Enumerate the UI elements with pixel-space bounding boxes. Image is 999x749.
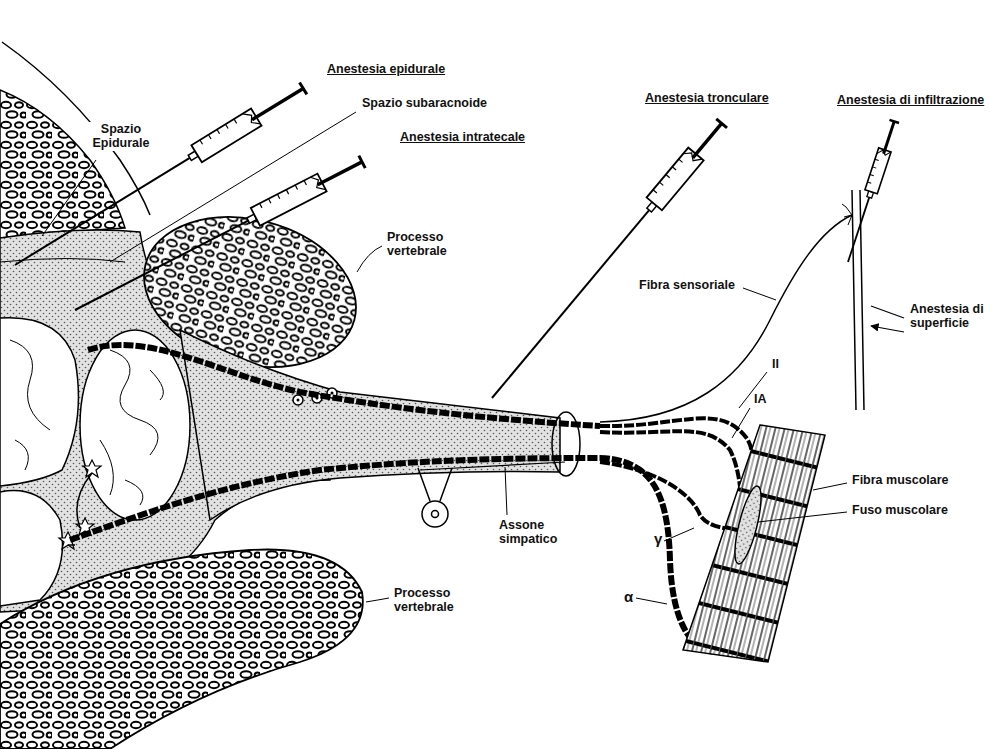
anatomy-label: Fibra sensoriale [637,278,737,292]
barrel-marks [867,148,891,186]
plunger-cap [359,156,365,168]
leader-line [42,160,96,236]
plunger [318,162,362,185]
fibre-label: II [770,357,781,371]
barrel-marks [200,109,261,156]
plunger [884,121,895,153]
trunk-block-syringe [484,117,729,404]
fibre-label: IA [752,392,769,406]
anatomy-label: Spazio subaracnoide [360,96,489,110]
skin [852,190,864,410]
needle [75,221,248,310]
fibre-ia [600,431,742,505]
surface-arrows [871,306,904,332]
leader-line [366,598,389,602]
needle [15,158,190,265]
sympathetic-ganglion [422,501,448,527]
block-ring [552,412,580,476]
plunger-cap [300,82,307,94]
syringe-barrel [191,109,261,163]
leader-line [732,408,750,438]
technique-label: Anestesia di infiltrazione [835,93,986,107]
ganglion-cell [293,395,303,405]
syringe-barrel [251,174,327,226]
ganglion-nucleus [331,392,334,395]
sensory-fibre [88,345,600,426]
anatomy-label: Fibra muscolare [850,473,951,487]
motor-neuron [83,460,101,477]
motor-neurons [59,460,101,549]
leader-lines [42,112,847,604]
alpha-motor-fibre [70,458,715,652]
plunger-cap [889,120,898,123]
leader-line [758,512,847,522]
muscle [683,425,825,662]
gamma-motor-fibre [600,462,736,530]
leader-line [743,288,776,300]
vertebral-process [0,550,363,749]
sympathetic-axon [420,462,565,470]
spinal-cord [0,491,63,606]
leader-line [664,528,694,541]
ganglion-nucleus [432,511,439,518]
cutaneous-fibre [600,215,852,422]
fibre-label: α [622,588,635,605]
muscle-spindle [730,484,767,566]
cord-texture [10,340,50,470]
intrathecal-syringe [70,153,366,319]
syringe-barrel [865,148,891,194]
needle [492,210,649,398]
technique-label: Anestesia epidurale [325,62,447,76]
plunger [252,88,303,119]
epidural-syringe [10,80,309,274]
anatomy-label: Processo vertebrale [385,230,469,259]
plunger [693,123,722,158]
barrel-marks [260,174,326,220]
lamina-bone [0,90,125,238]
nerve-endings [842,204,852,225]
leader-line [813,483,847,490]
nerve-fibres [70,345,753,652]
leader-line [505,467,507,515]
rami-communicantes [418,468,452,501]
ganglion-nucleus [297,399,300,402]
fibre-label: γ [652,530,664,547]
dura-line [0,259,125,263]
technique-label: Anestesia intratecale [398,130,527,144]
technique-label: Anestesia di superficie [908,302,994,331]
anatomy-label: Assone simpatico [497,518,575,547]
anatomy-label: Fuso muscolare [850,503,950,517]
spinal-cord [0,318,78,486]
nerve-root-sheath [180,330,560,520]
cord-texture [100,350,163,505]
anatomy-label: Spazio Epidurale [84,122,158,151]
needle [848,197,869,262]
infiltration-syringe [842,119,901,264]
plunger-cap [716,119,727,128]
technique-label: Anestesia tronculare [643,91,771,105]
anatomy-label: Processo vertebrale [392,586,476,615]
spinal-cord-section [80,330,190,520]
leader-line [636,598,667,604]
leader-line [357,246,382,272]
